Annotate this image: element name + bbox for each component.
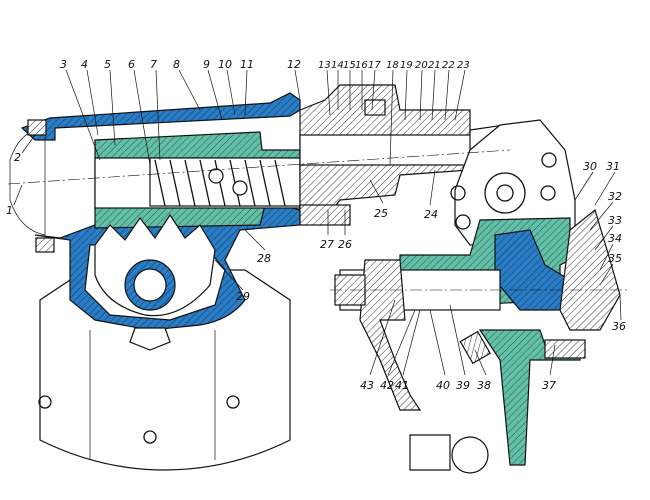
label-9: 9 xyxy=(203,58,210,71)
sector-gear xyxy=(94,213,216,351)
label-22: 22 xyxy=(442,60,455,71)
label-12: 12 xyxy=(287,58,301,71)
label-30: 30 xyxy=(583,160,597,173)
leader-lines xyxy=(13,69,622,376)
centerline xyxy=(7,149,511,185)
label-4: 4 xyxy=(81,58,88,71)
label-31: 31 xyxy=(606,160,620,173)
label-7: 7 xyxy=(150,58,157,71)
label-38: 38 xyxy=(477,379,491,392)
label-40: 40 xyxy=(436,379,450,392)
label-43: 43 xyxy=(360,379,374,392)
label-42: 42 xyxy=(380,379,394,392)
label-19: 19 xyxy=(400,60,413,71)
label-16: 16 xyxy=(355,60,368,71)
label-35: 35 xyxy=(608,252,622,265)
label-32: 32 xyxy=(608,190,622,203)
label-17: 17 xyxy=(368,60,381,71)
label-26: 26 xyxy=(338,238,352,251)
label-8: 8 xyxy=(173,58,180,71)
label-13: 13 xyxy=(318,60,331,71)
label-41: 41 xyxy=(395,379,409,392)
label-18: 18 xyxy=(386,60,399,71)
label-2: 2 xyxy=(14,151,21,164)
label-5: 5 xyxy=(104,58,111,71)
label-24: 24 xyxy=(424,208,438,221)
label-20: 20 xyxy=(415,60,428,71)
label-3: 3 xyxy=(60,58,67,71)
label-37: 37 xyxy=(542,379,556,392)
label-27: 27 xyxy=(320,238,334,251)
label-33: 33 xyxy=(608,214,622,227)
label-25: 25 xyxy=(374,207,388,220)
label-11: 11 xyxy=(240,58,254,71)
label-1: 1 xyxy=(6,204,13,217)
label-39: 39 xyxy=(456,379,470,392)
screw-thread xyxy=(149,157,301,207)
label-15: 15 xyxy=(343,60,356,71)
part-labels: 1 2 3 4 5 6 7 8 9 10 11 12 13 14 15 16 1… xyxy=(6,58,626,392)
label-6: 6 xyxy=(128,58,135,71)
label-10: 10 xyxy=(218,58,232,71)
side-cover-assembly xyxy=(330,119,630,474)
label-21: 21 xyxy=(428,60,441,71)
label-36: 36 xyxy=(612,320,626,333)
label-23: 23 xyxy=(457,60,470,71)
label-29: 29 xyxy=(236,290,250,303)
label-34: 34 xyxy=(608,232,622,245)
label-28: 28 xyxy=(257,252,271,265)
label-14: 14 xyxy=(331,60,344,71)
